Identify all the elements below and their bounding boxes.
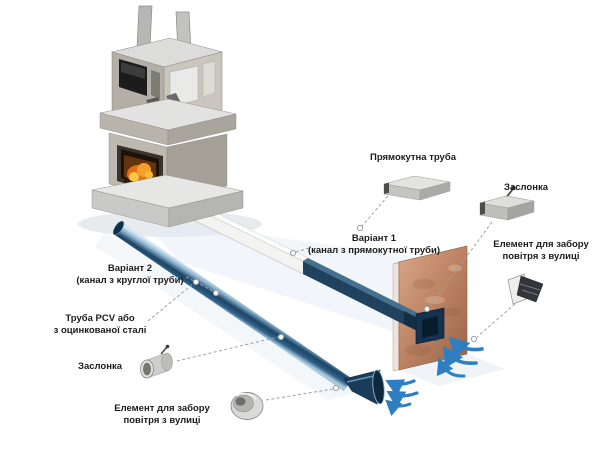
label-variant1: Варіант 1 (канал з прямокутної труби)	[308, 233, 440, 257]
air-arrow-icon	[385, 399, 412, 417]
label-rect-pipe: Прямокутна труба	[370, 152, 456, 163]
label-variant2-sub: (канал з круглої труби)	[76, 275, 184, 287]
label-intake-bottom: Елемент для забору повітря з вулиці	[114, 403, 210, 427]
label-intake-right: Елемент для забору повітря з вулиці	[493, 239, 589, 263]
damper-left-icon	[140, 344, 173, 379]
label-damper-left: Заслонка	[77, 361, 123, 372]
intake-right-icon	[507, 273, 544, 305]
label-intake-bottom-line2: повітря з вулиці	[123, 415, 201, 427]
round-pipe	[113, 221, 353, 392]
air-arrow-icon	[443, 345, 478, 369]
leader-pvc	[147, 283, 194, 322]
leader-intake-bottom	[265, 388, 334, 401]
leader-damper-right	[429, 221, 493, 307]
rect-pipe-icon	[383, 175, 451, 201]
leader-lines	[147, 195, 516, 401]
label-variant1-sub: (канал з прямокутної труби)	[307, 245, 441, 257]
label-intake-bottom-line1: Елемент для забору	[114, 403, 210, 414]
leader-damper-left	[176, 336, 279, 362]
label-variant2: Варіант 2 (канал з круглої труби)	[76, 263, 183, 287]
round-pipe-variant2	[112, 220, 385, 405]
airflow-arrows-pipe	[385, 379, 419, 417]
air-arrow-icon	[448, 336, 484, 359]
label-variant1-title: Варіант 1	[351, 233, 397, 244]
leader-endpoints	[192, 224, 478, 392]
label-damper-right: Заслонка	[503, 182, 549, 193]
air-arrow-icon	[386, 390, 419, 409]
label-pvc-line1: Труба PCV або	[65, 313, 135, 324]
label-pvc-line2: з оцинкованої сталі	[53, 325, 147, 337]
label-intake-right-line2: повітря з вулиці	[502, 251, 580, 263]
chimney-pipe-left	[136, 5, 153, 49]
leader-intake-right	[476, 303, 516, 338]
leader-rect-pipe	[361, 195, 389, 227]
leader-variant1	[295, 247, 310, 253]
air-arrow-icon	[385, 379, 416, 397]
label-variant2-title: Варіант 2	[107, 263, 153, 274]
label-intake-right-line1: Елемент для забору	[493, 239, 589, 250]
fireplace-illustration	[91, 5, 244, 228]
damper-right-icon	[479, 186, 535, 221]
intake-bottom-icon	[230, 392, 264, 420]
airflow-arrows-wall	[436, 336, 484, 378]
pipe-intake-flare	[343, 369, 381, 405]
air-arrow-icon	[436, 357, 466, 378]
label-pvc-pipe: Труба PCV або з оцинкованої сталі	[54, 313, 147, 337]
